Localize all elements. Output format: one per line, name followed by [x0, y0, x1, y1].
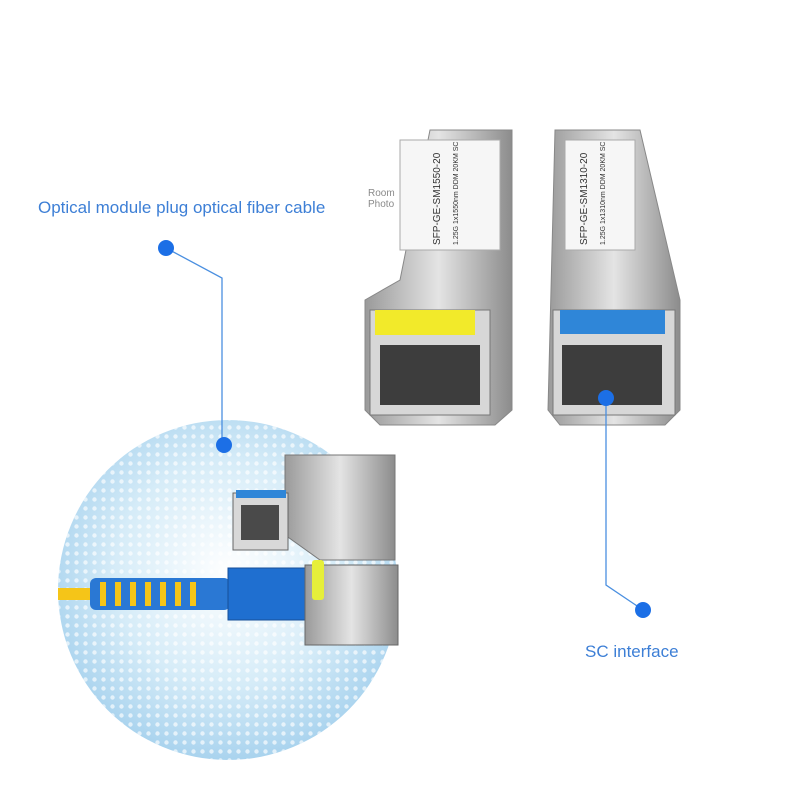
module-1310-spec: 1.25G 1x1310nm DDM 20KM SC [600, 142, 607, 246]
module-1550-spec: 1.25G 1x1550nm DDM 20KM SC [453, 142, 460, 246]
callout-optical-module-plug: Optical module plug optical fiber cable [38, 198, 326, 217]
module-1310-model: SFP-GE-SM1310-20 [579, 152, 590, 245]
watermark: Room Photo [368, 188, 395, 210]
watermark-line-1: Room [368, 188, 395, 199]
fiber-cable [58, 560, 399, 646]
leader-line-top [158, 240, 232, 453]
module-1550-model: SFP-GE-SM1550-20 [432, 152, 443, 245]
inset-module [232, 454, 396, 561]
watermark-line-2: Photo [368, 199, 395, 210]
sfp-module-1550 [364, 129, 513, 426]
leader-line-bottom [598, 390, 651, 618]
sfp-module-1310 [547, 129, 681, 426]
callout-sc-interface: SC interface [585, 642, 679, 661]
